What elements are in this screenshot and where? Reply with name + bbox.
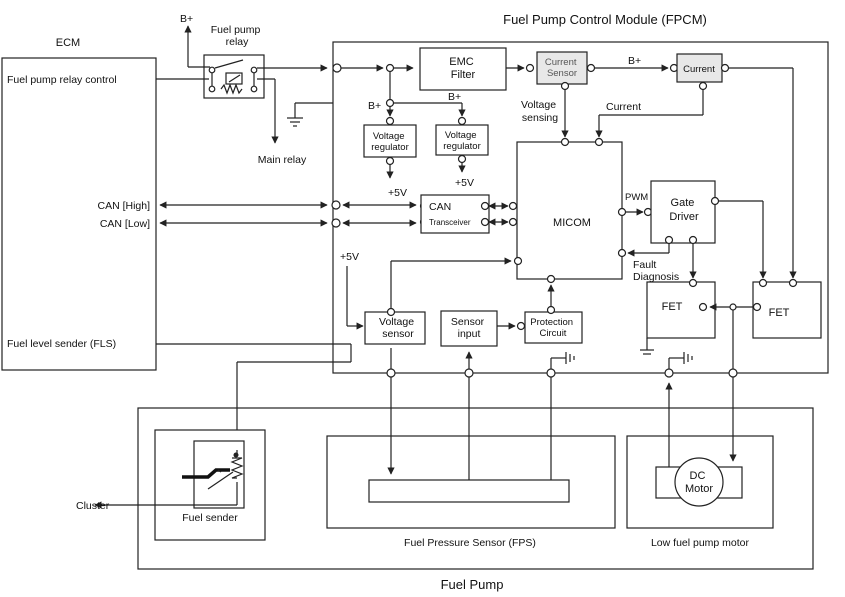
fps-label: Fuel Pressure Sensor (FPS) xyxy=(404,537,536,549)
voltage-sensing-label: Voltage sensing xyxy=(521,99,559,124)
dc-motor xyxy=(674,457,724,507)
gate-driver xyxy=(650,180,716,244)
ecm-pin-relay-control: Fuel pump relay control xyxy=(7,74,117,86)
plus5v-vsensor: +5V xyxy=(340,251,359,263)
fet-left-label: FET xyxy=(662,301,683,313)
voltage-regulator-1-label: Voltage regulator xyxy=(371,131,409,153)
protection-circuit-label: Protection Circuit xyxy=(530,317,575,339)
transceiver-label: Transceiver xyxy=(429,218,471,227)
ecm-pin-can-low: CAN [Low] xyxy=(100,218,150,230)
current-block-label: Current xyxy=(683,64,715,75)
fet-right xyxy=(752,281,822,339)
relay-label: Fuel pump relay xyxy=(211,24,264,48)
fuel-pump-title: Fuel Pump xyxy=(441,577,504,592)
fps-sensor xyxy=(368,479,570,503)
current-block xyxy=(676,53,723,83)
bplus-reg1: B+ xyxy=(368,100,381,112)
motor-label: Low fuel pump motor xyxy=(651,537,750,549)
cluster-label: Cluster xyxy=(76,500,110,512)
fuel-sender-box xyxy=(193,440,245,509)
current-sensor xyxy=(536,51,588,85)
current-label: Current xyxy=(606,101,641,113)
fet-right-label: FET xyxy=(769,307,790,319)
micom-label: MICOM xyxy=(553,217,591,229)
main-relay-label: Main relay xyxy=(258,154,307,166)
emc-filter-label: EMC Filter xyxy=(449,56,477,81)
dc-motor-label: DC Motor xyxy=(685,470,713,495)
bplus-reg2: B+ xyxy=(448,91,461,103)
micom xyxy=(516,141,623,280)
sensor-input xyxy=(440,310,498,347)
ecm-title: ECM xyxy=(56,37,80,49)
pwm-label: PWM xyxy=(625,192,648,203)
emc-filter xyxy=(419,47,507,91)
fuel-sender-label: Fuel sender xyxy=(182,512,238,524)
relay-bplus: B+ xyxy=(180,13,193,25)
can-transceiver xyxy=(420,194,490,234)
ecm-pin-fls: Fuel level sender (FLS) xyxy=(7,338,116,350)
can-label: CAN xyxy=(429,201,451,213)
plus5v-reg1: +5V xyxy=(388,187,407,199)
sensor-input-label: Sensor input xyxy=(451,316,487,340)
fpcm-title: Fuel Pump Control Module (FPCM) xyxy=(503,12,707,27)
protection-circuit xyxy=(524,311,583,344)
fault-diagnosis-label: Fault Diagnosis xyxy=(633,259,679,283)
current-sensor-label: Current Sensor xyxy=(545,57,579,79)
voltage-regulator-1 xyxy=(363,124,417,158)
gate-driver-label: Gate Driver xyxy=(669,197,699,223)
ecm-pin-can-high: CAN [High] xyxy=(97,200,150,212)
plus5v-reg2: +5V xyxy=(455,177,474,189)
voltage-regulator-2-label: Voltage regulator xyxy=(443,130,481,152)
bplus-current: B+ xyxy=(628,55,641,67)
ecm-box xyxy=(1,57,157,371)
voltage-sensor-label: Voltage sensor xyxy=(379,316,417,340)
